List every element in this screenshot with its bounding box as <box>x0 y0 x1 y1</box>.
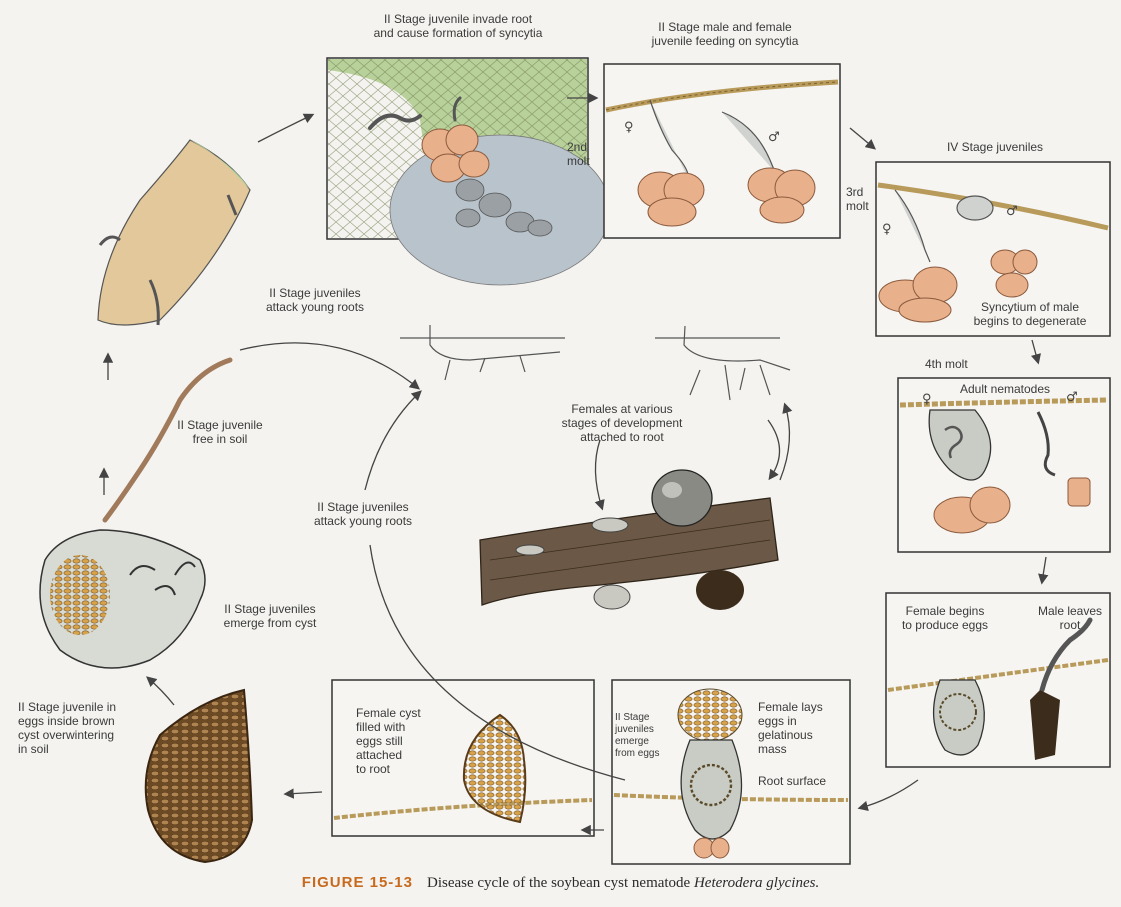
male-symbol-feeding: ♂ <box>768 130 780 145</box>
cyst-emerging-juveniles <box>40 530 205 668</box>
label-attack-young-roots-top: II Stage juveniles attack young roots <box>230 286 400 314</box>
label-feeding-syncytia: II Stage male and female juvenile feedin… <box>605 20 845 48</box>
female-symbol-adult: ♀ <box>922 392 932 407</box>
label-emerge-from-eggs: II Stage juveniles emerge from eggs <box>615 712 675 760</box>
female-symbol-feeding: ♀ <box>624 120 634 135</box>
female-symbol-iv: ♀ <box>882 222 892 237</box>
label-iv-stage: IV Stage juveniles <box>900 140 1090 154</box>
male-symbol-iv: ♂ <box>1006 204 1018 219</box>
label-attack-young-roots-mid: II Stage juveniles attack young roots <box>288 500 438 528</box>
panel-feeding-syncytia <box>604 64 840 238</box>
label-females-various: Females at various stages of development… <box>537 402 707 444</box>
young-root-branches <box>400 325 790 400</box>
label-invade-root: II Stage juvenile invade root and cause … <box>323 12 593 40</box>
label-adult-nematodes: Adult nematodes <box>950 382 1060 396</box>
label-female-lays-eggs: Female lays eggs in gelatinous mass <box>758 700 848 756</box>
root-tip-illustration <box>98 140 250 325</box>
panel-invade-root <box>327 58 610 285</box>
figure-number: FIGURE 15-13 <box>302 874 413 891</box>
label-emerge-from-cyst: II Stage juveniles emerge from cyst <box>200 602 340 630</box>
brown-cyst-overwintering <box>146 690 252 862</box>
label-male-leaves: Male leaves root <box>1030 604 1110 632</box>
label-2nd-molt: 2nd molt <box>567 140 607 168</box>
caption-text: Disease cycle of the soybean cyst nemato… <box>427 875 694 891</box>
caption-species: Heterodera glycines. <box>694 875 819 891</box>
label-root-surface: Root surface <box>758 774 848 788</box>
central-root-with-females <box>480 470 778 610</box>
label-female-cyst: Female cyst filled with eggs still attac… <box>356 706 466 776</box>
label-female-begins: Female begins to produce eggs <box>890 604 1000 632</box>
label-eggs-in-cyst: II Stage juvenile in eggs inside brown c… <box>18 700 158 756</box>
label-syncytium-male: Syncytium of male begins to degenerate <box>950 300 1110 328</box>
label-3rd-molt: 3rd molt <box>846 185 876 213</box>
figure-caption: FIGURE 15-13 Disease cycle of the soybean… <box>0 874 1121 892</box>
label-free-in-soil: II Stage juvenile free in soil <box>150 418 290 446</box>
label-4th-molt: 4th molt <box>925 357 1005 371</box>
male-symbol-adult: ♂ <box>1066 390 1078 405</box>
